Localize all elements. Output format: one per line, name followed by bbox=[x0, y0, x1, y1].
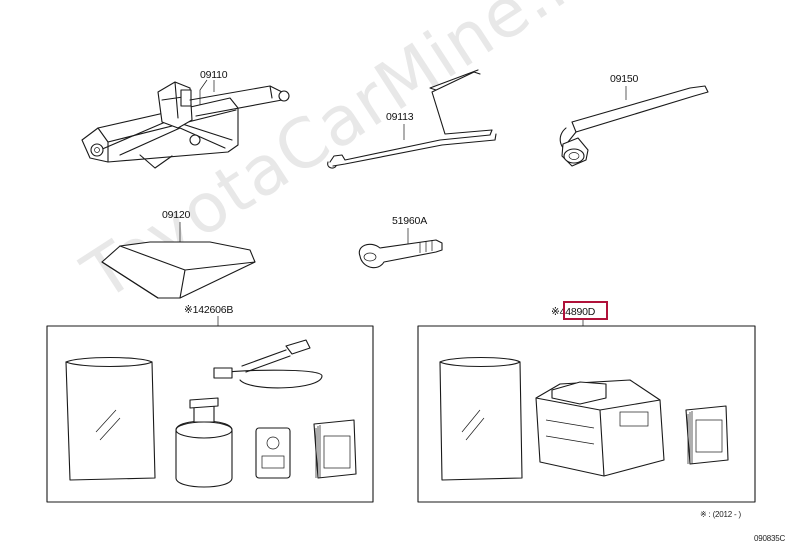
footnote: ※ : (2012 - ) bbox=[700, 510, 742, 519]
kit-label-44890d[interactable]: ※44890D bbox=[551, 306, 596, 318]
kit-label-142606b[interactable]: ※142606B bbox=[184, 304, 234, 316]
lug-wrench-illustration bbox=[559, 85, 709, 167]
kit-box-left bbox=[46, 325, 374, 503]
kit-right-contents bbox=[439, 356, 729, 481]
jack-handle-illustration bbox=[327, 69, 497, 169]
towing-eye-illustration bbox=[358, 239, 443, 269]
highlight-box bbox=[563, 301, 608, 320]
scissor-jack-illustration bbox=[81, 79, 290, 169]
part-label-09113[interactable]: 09113 bbox=[386, 111, 414, 123]
diagram-code: 090835C bbox=[754, 534, 786, 543]
part-label-09120[interactable]: 09120 bbox=[162, 209, 191, 221]
part-label-09150[interactable]: 09150 bbox=[610, 73, 639, 85]
part-label-51960a[interactable]: 51960A bbox=[392, 215, 428, 227]
kit-left-contents bbox=[65, 339, 357, 488]
kit-box-right bbox=[417, 325, 756, 503]
tool-bag-illustration bbox=[101, 241, 256, 299]
part-label-09110[interactable]: 09110 bbox=[200, 69, 228, 81]
